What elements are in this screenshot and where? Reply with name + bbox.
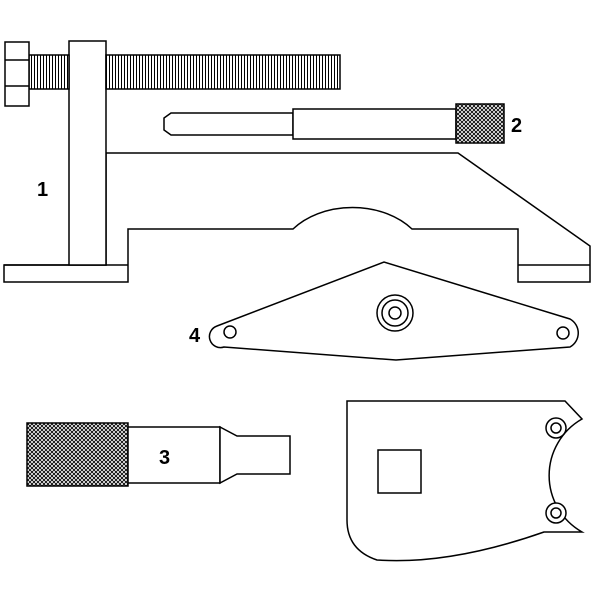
knurled-drift: [26, 422, 291, 487]
locking-plate: [346, 400, 585, 562]
screw-hex-head: [4, 41, 30, 107]
label-tool-3: 3: [159, 447, 170, 469]
arm-plate: [208, 261, 579, 361]
drift-knurled-handle: [26, 422, 129, 487]
label-tool-4: 4: [189, 325, 201, 347]
pin-shaft: [292, 108, 457, 140]
drift-tip: [219, 425, 291, 485]
locking-plate-bottom-hole-inner: [550, 507, 562, 519]
label-tool-1: 1: [37, 179, 48, 201]
puller-column: [68, 40, 107, 266]
locking-plate-top-hole-inner: [550, 422, 562, 434]
arm-plate-right-hole: [556, 326, 570, 340]
screw-thread-left: [28, 54, 70, 90]
screw-thread-right: [105, 54, 341, 90]
drift-body: [127, 426, 221, 484]
arm-plate-left-hole: [223, 325, 237, 339]
pin-knurled-knob: [455, 103, 505, 144]
label-tool-2: 2: [511, 115, 522, 137]
locking-pin: [163, 103, 505, 144]
locking-plate-body: [346, 400, 585, 562]
arm-plate-center-hole: [388, 306, 402, 320]
puller-frame: [3, 40, 591, 283]
locking-plate-square-hole: [377, 449, 422, 494]
pin-tip: [163, 112, 294, 136]
puller-frame-body: [3, 152, 591, 283]
